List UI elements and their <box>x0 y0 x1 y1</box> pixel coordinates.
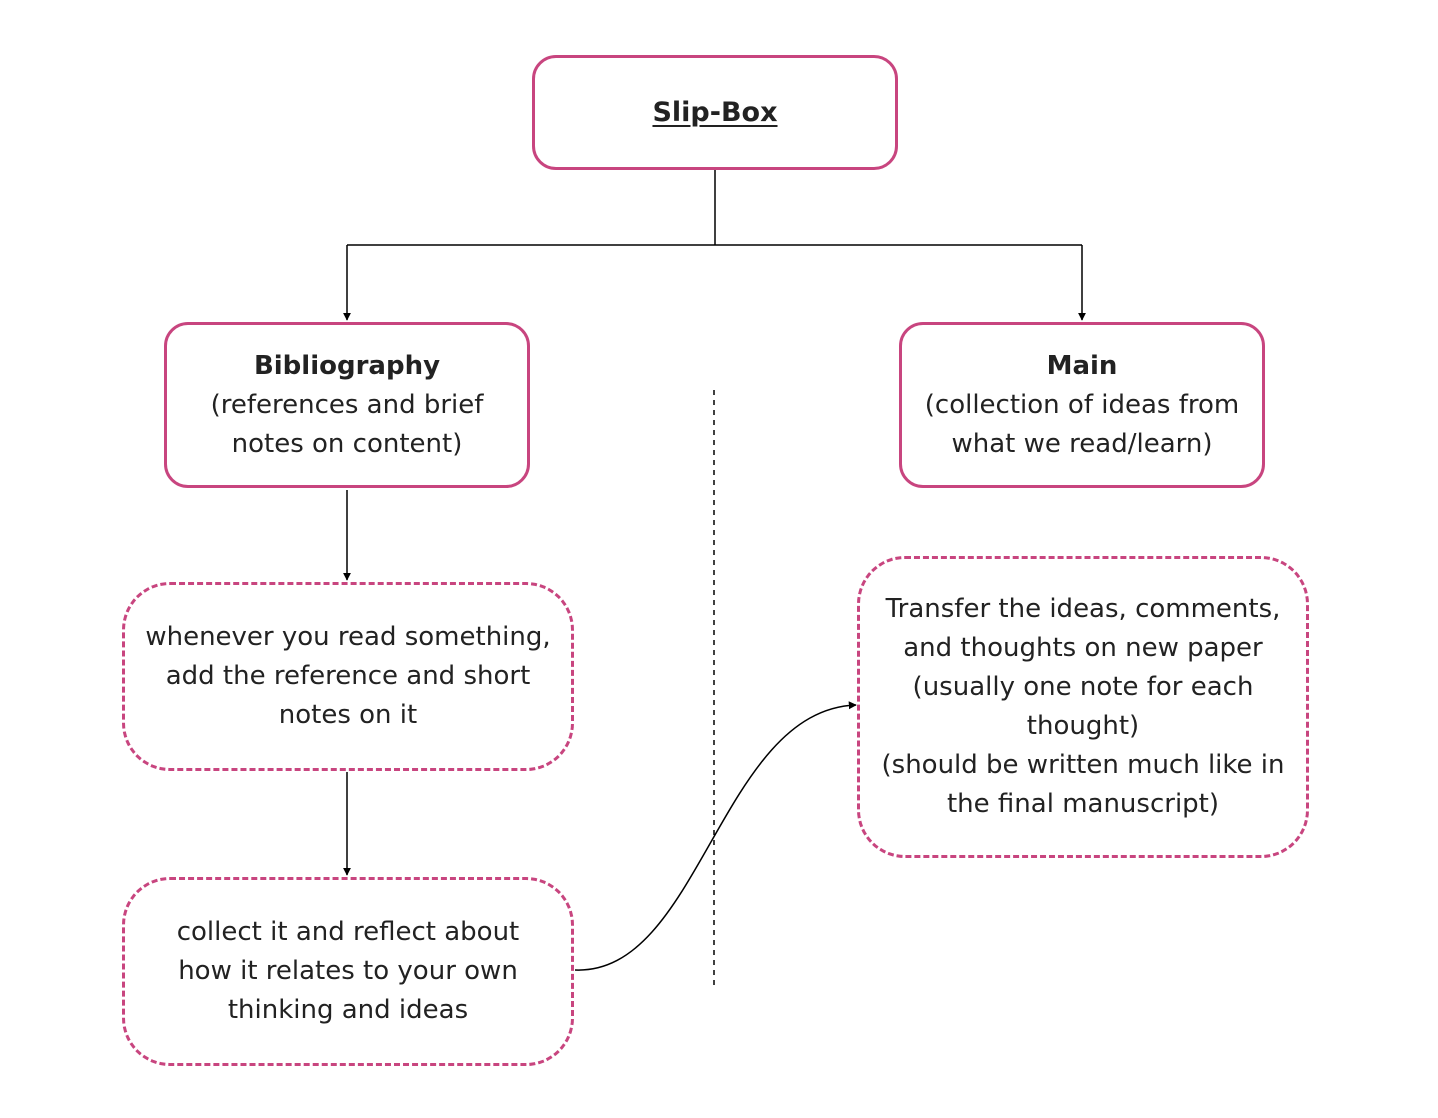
transfer-note-line: Transfer the ideas, comments, <box>885 594 1281 624</box>
transfer-note-node: Transfer the ideas, comments, and though… <box>857 556 1309 858</box>
arrow-to-transfer-note <box>574 701 857 971</box>
main-line: what we read/learn) <box>951 428 1213 459</box>
slip-box-node: Slip-Box <box>532 55 898 170</box>
transfer-note-line: the final manuscript) <box>946 789 1220 819</box>
transfer-note-line: (should be written much like in <box>881 750 1285 780</box>
main-node: Main (collection of ideas from what we r… <box>899 322 1265 488</box>
main-line: (collection of ideas from <box>924 389 1240 420</box>
reflect-note-node: collect it and reflect about how it rela… <box>122 877 574 1066</box>
read-note-node: whenever you read something, add the ref… <box>122 582 574 771</box>
bibliography-line: (references and brief <box>210 389 484 420</box>
bibliography-line: notes on content) <box>231 428 463 459</box>
slip-box-title: Slip-Box <box>652 97 778 128</box>
bibliography-node: Bibliography (references and brief notes… <box>164 322 530 488</box>
reflect-note-line: how it relates to your own <box>178 956 518 986</box>
read-note-line: whenever you read something, <box>145 622 551 652</box>
transfer-note-line: and thoughts on new paper <box>903 633 1263 663</box>
main-title: Main <box>1046 350 1118 381</box>
transfer-note-line: (usually one note for each <box>912 672 1254 702</box>
read-note-line: add the reference and short <box>165 661 531 691</box>
bibliography-title: Bibliography <box>253 350 441 381</box>
transfer-note-line: thought) <box>1026 711 1140 741</box>
reflect-note-line: collect it and reflect about <box>176 917 520 947</box>
read-note-line: notes on it <box>278 700 418 730</box>
reflect-note-line: thinking and ideas <box>227 995 469 1025</box>
